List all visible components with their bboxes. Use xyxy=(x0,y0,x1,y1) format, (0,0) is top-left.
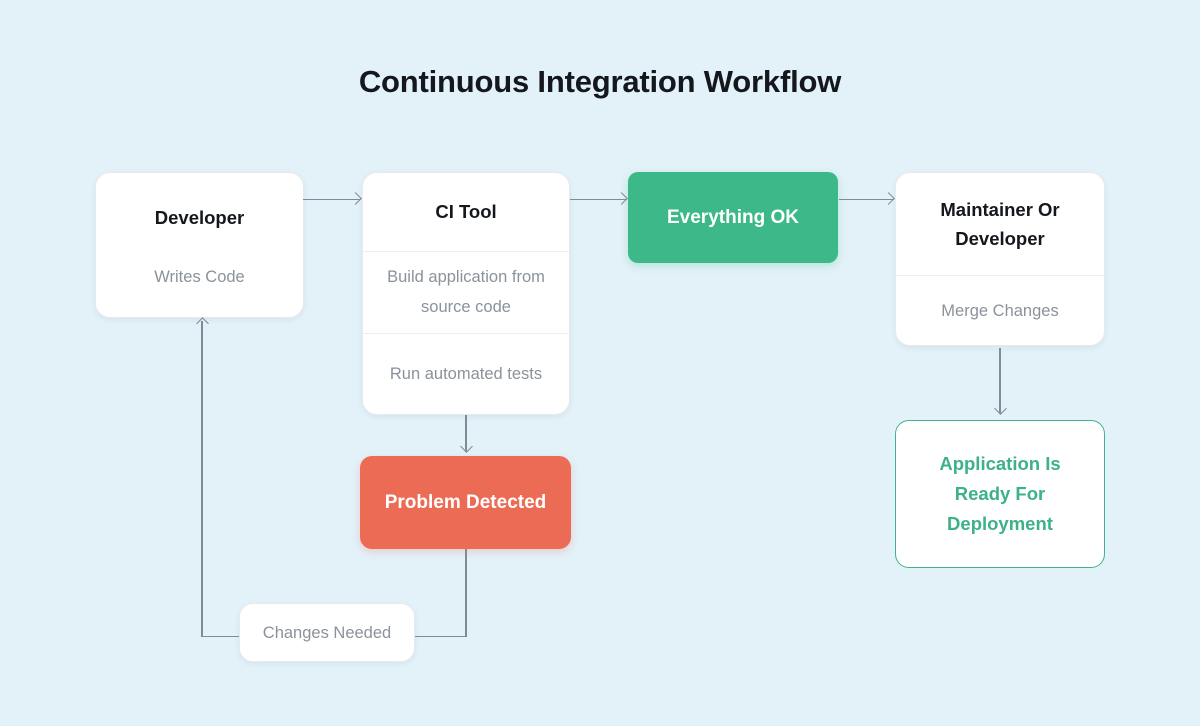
node-developer-title: Developer xyxy=(154,207,245,228)
ci-step-build: Build application from source code xyxy=(387,268,545,317)
line-loop-up xyxy=(201,321,203,637)
arrowhead-right-icon xyxy=(882,192,895,206)
node-ci-tool-title: CI Tool xyxy=(435,201,497,222)
node-application-ready: Application Is Ready For Deployment xyxy=(895,420,1105,568)
page-title: Continuous Integration Workflow xyxy=(358,64,842,99)
node-changes-needed-label: Changes Needed xyxy=(262,623,392,642)
arrow-developer-to-citool xyxy=(303,198,361,200)
ci-step-test: Run automated tests xyxy=(389,364,543,383)
arrow-citool-to-problem xyxy=(465,415,467,452)
arrowhead-right-icon xyxy=(615,192,628,206)
node-maintainer-title: Maintainer Or Developer xyxy=(940,199,1060,249)
arrowhead-down-icon xyxy=(459,440,473,453)
node-ci-tool: CI Tool Build application from source co… xyxy=(362,172,570,415)
node-application-ready-label: Application Is Ready For Deployment xyxy=(939,453,1061,534)
arrow-maintainer-to-app-ready xyxy=(999,348,1001,414)
node-problem-detected-label: Problem Detected xyxy=(384,491,547,513)
node-developer-subtitle: Writes Code xyxy=(154,268,245,286)
node-everything-ok: Everything OK xyxy=(628,172,838,263)
node-maintainer: Maintainer Or Developer Merge Changes xyxy=(895,172,1105,346)
line-problem-down xyxy=(465,549,467,637)
arrow-citool-to-everything-ok xyxy=(570,198,627,200)
arrowhead-down-icon xyxy=(993,402,1007,415)
divider xyxy=(363,251,569,252)
node-maintainer-subtitle: Merge Changes xyxy=(941,301,1059,320)
node-problem-detected: Problem Detected xyxy=(360,456,571,549)
node-changes-needed: Changes Needed xyxy=(239,603,415,662)
node-developer: Developer Writes Code xyxy=(95,172,304,318)
arrow-everything-ok-to-maintainer xyxy=(839,198,894,200)
divider xyxy=(896,275,1104,276)
node-everything-ok-label: Everything OK xyxy=(667,206,799,228)
arrowhead-right-icon xyxy=(349,192,362,206)
divider xyxy=(363,332,569,334)
arrowhead-up-icon xyxy=(195,317,209,330)
